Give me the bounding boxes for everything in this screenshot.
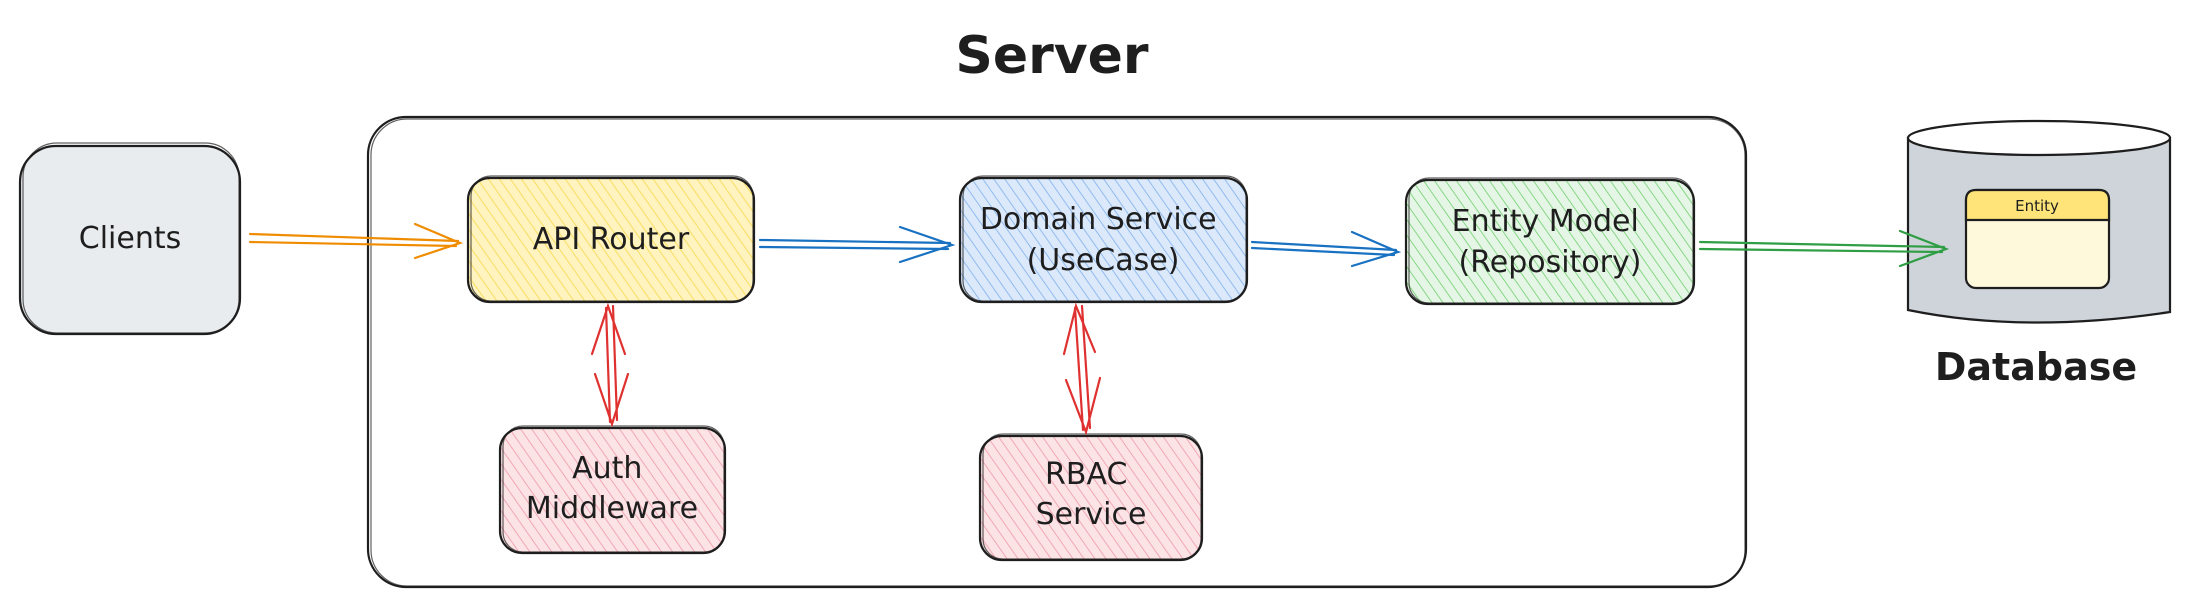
rbac-service-label: RBAC Service xyxy=(1036,457,1147,532)
arrow-entity-to-database xyxy=(1698,229,1950,268)
domain-service-label: Domain Service (UseCase) xyxy=(980,202,1226,278)
arrow-clients-to-router xyxy=(248,222,464,260)
database-entity-label: Entity xyxy=(2015,197,2059,215)
diagram-title: Server xyxy=(955,26,1149,86)
arrow-router-auth-bidirectional xyxy=(590,302,630,428)
auth-middleware-node[interactable]: Auth Middleware xyxy=(498,425,727,555)
domain-service-node[interactable]: Domain Service (UseCase) xyxy=(958,175,1249,304)
arrow-domain-rbac-bidirectional xyxy=(1062,302,1102,436)
entity-model-node[interactable]: Entity Model (Repository) xyxy=(1404,177,1696,306)
database-entity-card: Entity xyxy=(1964,188,2111,290)
clients-label: Clients xyxy=(79,221,181,256)
database-label: Database xyxy=(1935,345,2137,389)
database-node[interactable]: Entity Database xyxy=(1906,119,2172,389)
rbac-service-node[interactable]: RBAC Service xyxy=(978,433,1204,562)
auth-middleware-label: Auth Middleware xyxy=(526,451,698,526)
api-router-node[interactable]: API Router xyxy=(466,175,756,304)
arrow-router-to-domain xyxy=(758,225,956,264)
clients-node[interactable]: Clients xyxy=(18,142,242,336)
server-container xyxy=(366,115,1748,589)
entity-model-label: Entity Model (Repository) xyxy=(1452,204,1649,280)
arrow-domain-to-entity xyxy=(1250,230,1402,268)
api-router-label: API Router xyxy=(533,222,690,257)
